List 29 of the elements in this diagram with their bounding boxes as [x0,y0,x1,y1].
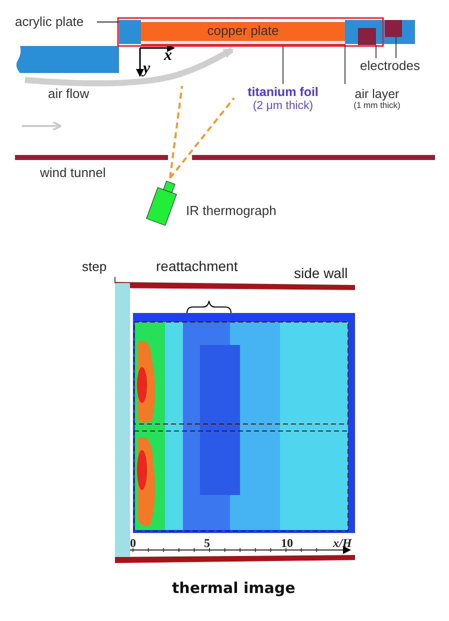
axis-label: x/H [333,537,352,551]
part-label: wind tunnel [40,166,106,181]
part-label: titanium foil [248,85,318,100]
tick-label: 0 [130,537,136,551]
step-wall [115,283,130,557]
part-label: electrodes [360,59,420,74]
part-label: IR thermograph [186,204,276,219]
acrylic-plate [119,20,141,44]
axis-label: y [143,60,150,78]
leader-line [344,44,346,84]
leader-line [114,276,116,284]
part-label: air layer [354,86,400,102]
air-gap [141,41,345,44]
part-label: acrylic plate [15,14,84,30]
part-label: step [82,260,107,275]
note-text: (2 μm thick) [252,100,314,113]
axis-label: x [164,47,172,66]
electrode [385,20,402,37]
leader-line [282,46,284,84]
electrode [358,28,376,45]
flow-label: air flow [48,87,90,102]
foil-strip [141,44,345,46]
tick-label: 10 [281,537,293,551]
tick-label: 5 [204,537,210,551]
part-label: side wall [294,265,348,282]
annotation: reattachment [156,258,238,274]
copper-plate: copper plate [141,22,345,41]
caption: thermal image [172,580,296,598]
note-text: (1 mm thick) [354,101,400,112]
